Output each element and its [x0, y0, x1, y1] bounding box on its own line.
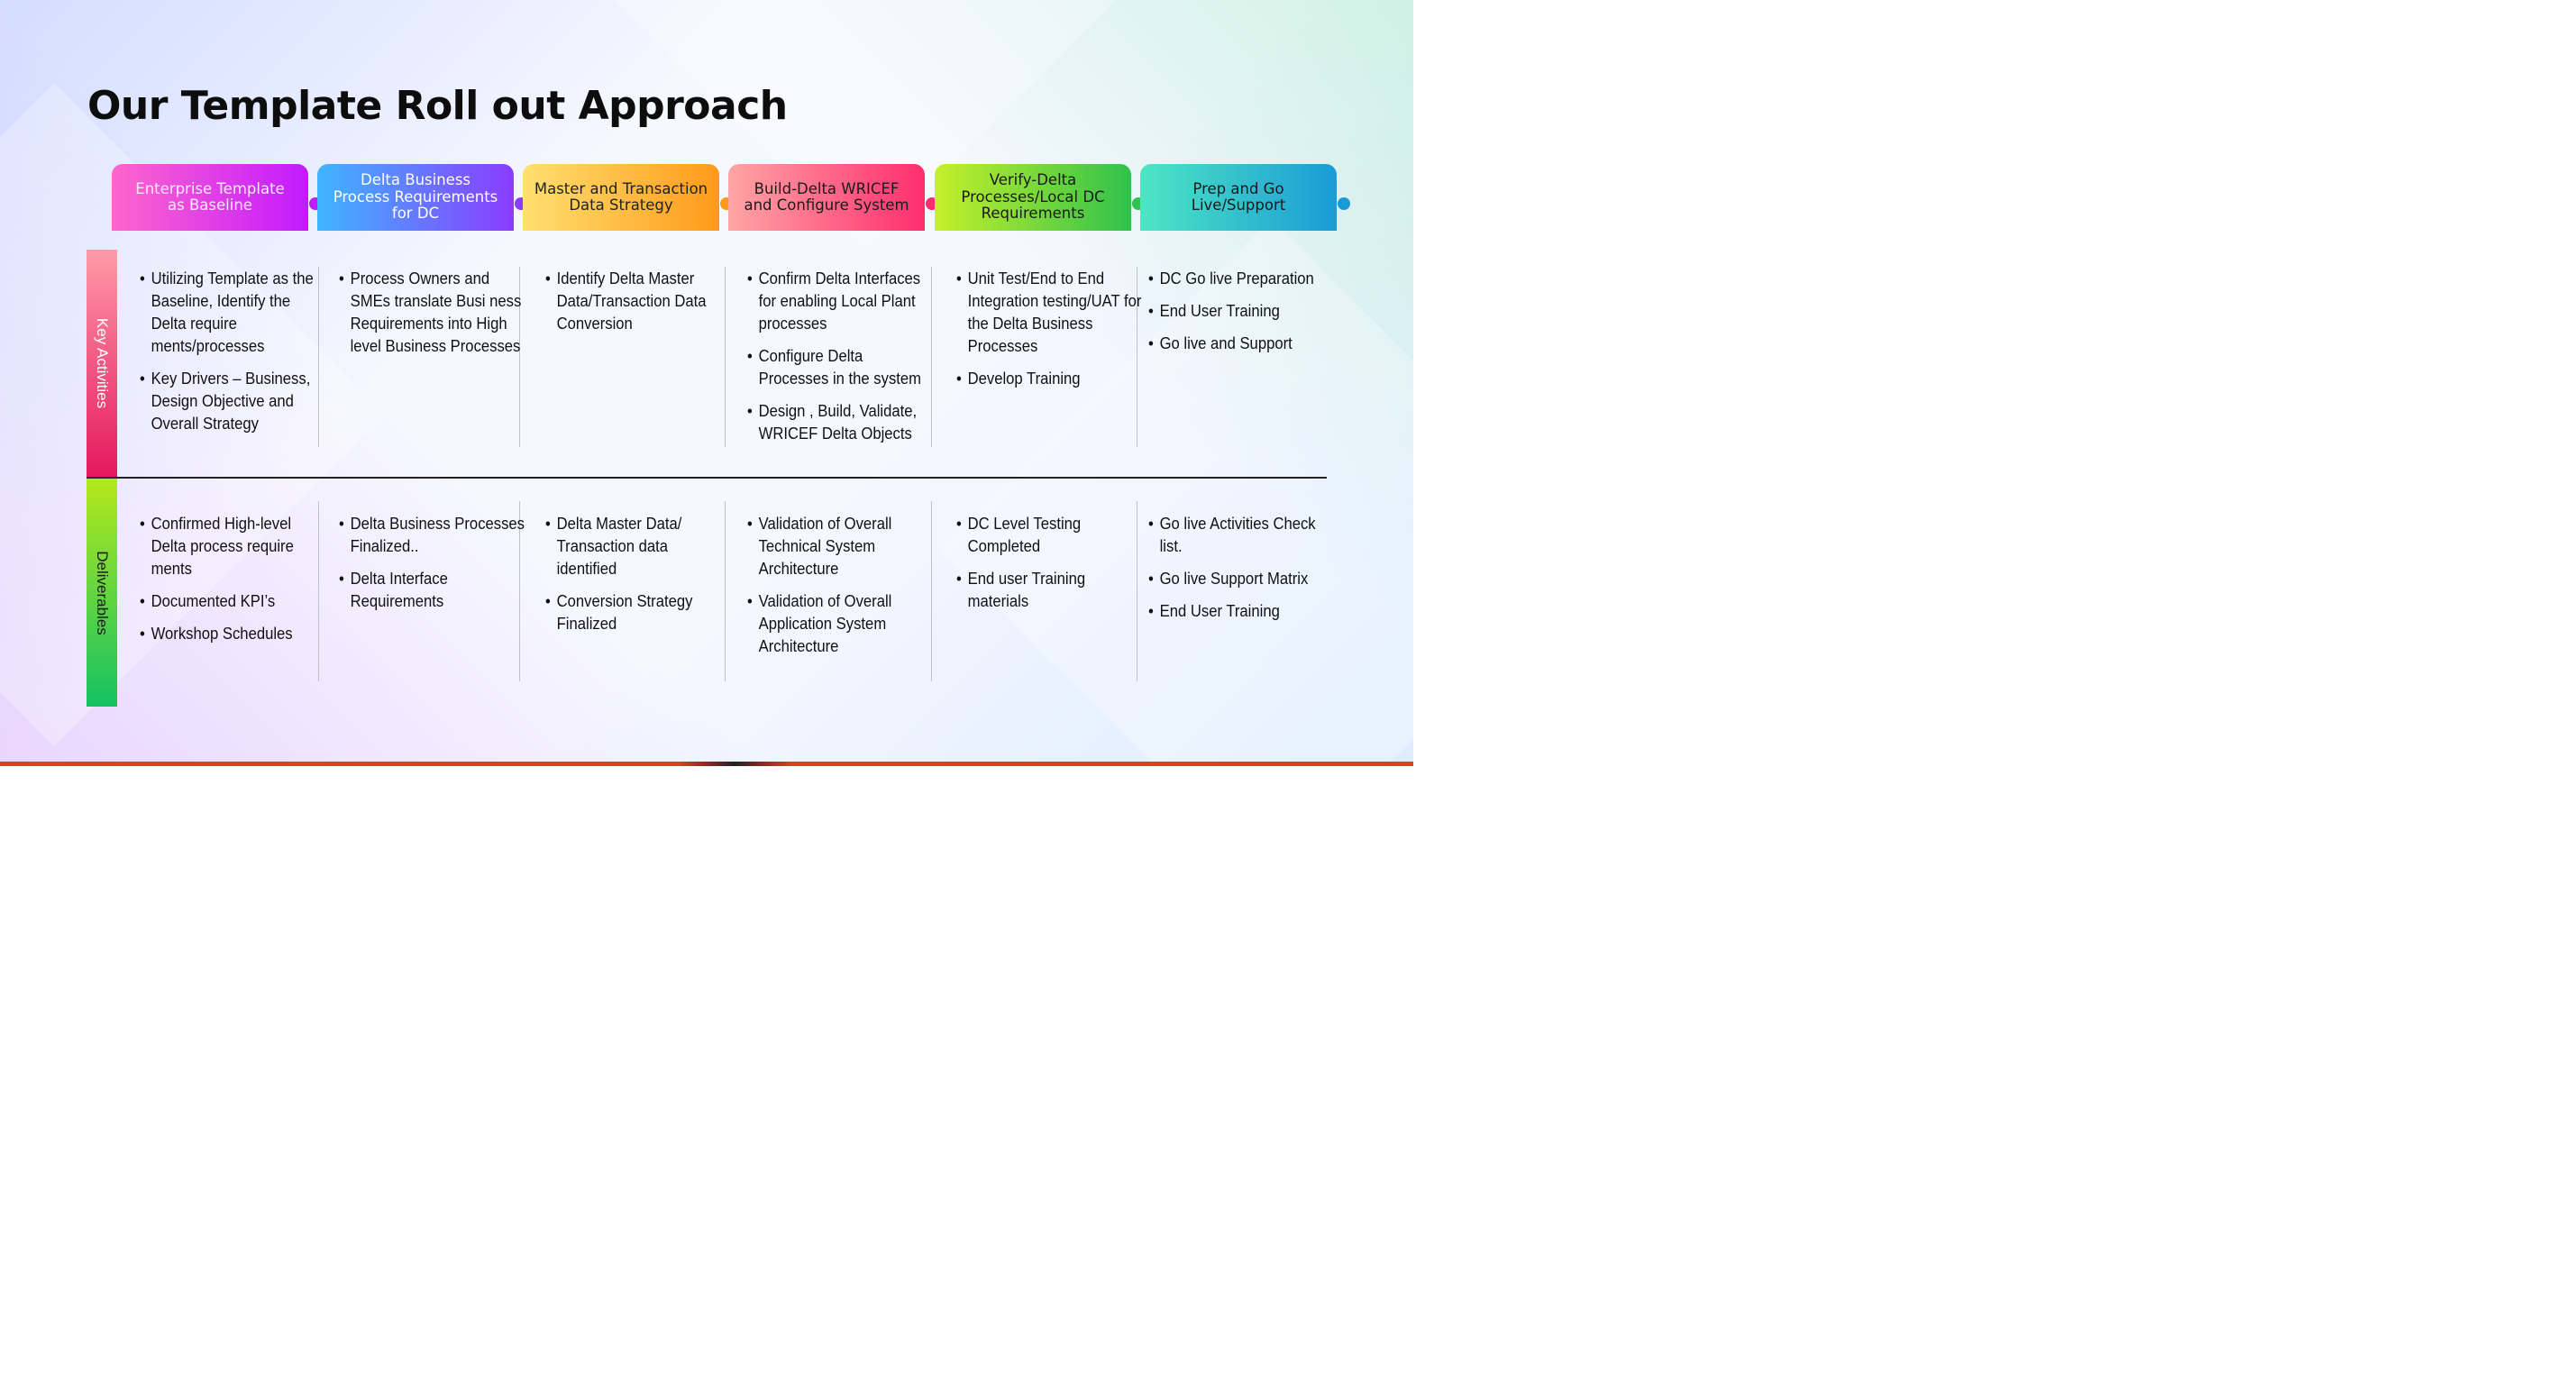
bullet-item: Delta Master Data/ Transaction data iden… — [545, 512, 727, 580]
row-label-text: Key Activities — [94, 317, 111, 409]
phase-header: Master and Transaction Data Strategy — [523, 164, 733, 231]
bullet-item: Workshop Schedules — [140, 622, 327, 644]
bullet-item: Validation of Overall Application System… — [747, 589, 935, 657]
bottom-accent-bar — [0, 762, 1413, 766]
key-activities-cell: Utilizing Template as the Baseline, Iden… — [140, 267, 316, 444]
phase-header: Build-Delta WRICEF and Configure System — [728, 164, 938, 231]
puzzle-tab — [1338, 197, 1350, 210]
bullet-item: Confirm Delta Interfaces for enabling Lo… — [747, 267, 935, 334]
phase-label: Prep and Go Live/Support — [1191, 179, 1286, 214]
phase-label: Verify-Delta Processes/Local DC Requirem… — [961, 171, 1105, 223]
phase-header: Enterprise Template as Baseline — [112, 164, 322, 231]
key-activities-cell: Identify Delta Master Data/Transaction D… — [545, 267, 717, 344]
bullet-item: End User Training — [1148, 299, 1336, 322]
deliverables-cell: Go live Activities Check list.Go live Su… — [1148, 512, 1325, 632]
bullet-item: Utilizing Template as the Baseline, Iden… — [140, 267, 327, 357]
bullet-item: DC Go live Preparation — [1148, 267, 1336, 289]
bullet-item: Process Owners and SMEs translate Busi n… — [339, 267, 525, 357]
phase-label: Build-Delta WRICEF and Configure System — [744, 179, 909, 214]
bullet-item: Go live Activities Check list. — [1148, 512, 1336, 557]
bullet-item: Delta Interface Requirements — [339, 567, 525, 612]
bullet-item: Go live and Support — [1148, 332, 1336, 354]
phase-label: Enterprise Template as Baseline — [135, 179, 285, 214]
phase-header: Prep and Go Live/Support — [1140, 164, 1350, 231]
bullet-item: End user Training materials — [956, 567, 1144, 612]
bullet-item: Configure Delta Processes in the system — [747, 344, 935, 389]
bullet-item: Documented KPI’s — [140, 589, 327, 612]
bullet-item: Delta Business Processes Finalized.. — [339, 512, 525, 557]
deliverables-cell: Validation of Overall Technical System A… — [747, 512, 924, 667]
row-label-deliverables: Deliverables — [87, 479, 117, 707]
phase-label: Delta Business Process Requirements for … — [333, 171, 498, 223]
bullet-item: Identify Delta Master Data/Transaction D… — [545, 267, 727, 334]
row-divider — [87, 477, 1327, 479]
phase-header: Verify-Delta Processes/Local DC Requirem… — [935, 164, 1145, 231]
deliverables-cell: Confirmed High-level Delta process requi… — [140, 512, 316, 654]
bullet-item: Design , Build, Validate, WRICEF Delta O… — [747, 399, 935, 444]
column-divider — [318, 267, 319, 447]
bullet-item: Go live Support Matrix — [1148, 567, 1336, 589]
bullet-item: Unit Test/End to End Integration testing… — [956, 267, 1144, 357]
phase-header: Delta Business Process Requirements for … — [317, 164, 527, 231]
bullet-item: Key Drivers – Business, Design Objective… — [140, 367, 327, 434]
deliverables-cell: Delta Business Processes Finalized.. Delt… — [339, 512, 525, 622]
bullet-item: Develop Training — [956, 367, 1144, 389]
key-activities-cell: Unit Test/End to End Integration testing… — [956, 267, 1141, 399]
page-title: Our Template Roll out Approach — [87, 83, 788, 129]
key-activities-cell: Process Owners and SMEs translate Busi n… — [339, 267, 521, 367]
row-label-text: Deliverables — [94, 550, 111, 635]
column-divider — [725, 267, 726, 447]
bullet-item: Confirmed High-level Delta process requi… — [140, 512, 327, 580]
bullet-item: Conversion Strategy Finalized — [545, 589, 727, 635]
deliverables-cell: Delta Master Data/ Transaction data iden… — [545, 512, 717, 644]
deliverables-cell: DC Level Testing CompletedEnd user Train… — [956, 512, 1133, 622]
bullet-item: DC Level Testing Completed — [956, 512, 1144, 557]
row-label-key-activities: Key Activities — [87, 250, 117, 477]
bullet-item: End User Training — [1148, 599, 1336, 622]
phase-label: Master and Transaction Data Strategy — [534, 179, 708, 214]
column-divider — [519, 267, 520, 447]
bullet-item: Validation of Overall Technical System A… — [747, 512, 935, 580]
key-activities-cell: Confirm Delta Interfaces for enabling Lo… — [747, 267, 924, 454]
key-activities-cell: DC Go live PreparationEnd User TrainingG… — [1148, 267, 1325, 364]
